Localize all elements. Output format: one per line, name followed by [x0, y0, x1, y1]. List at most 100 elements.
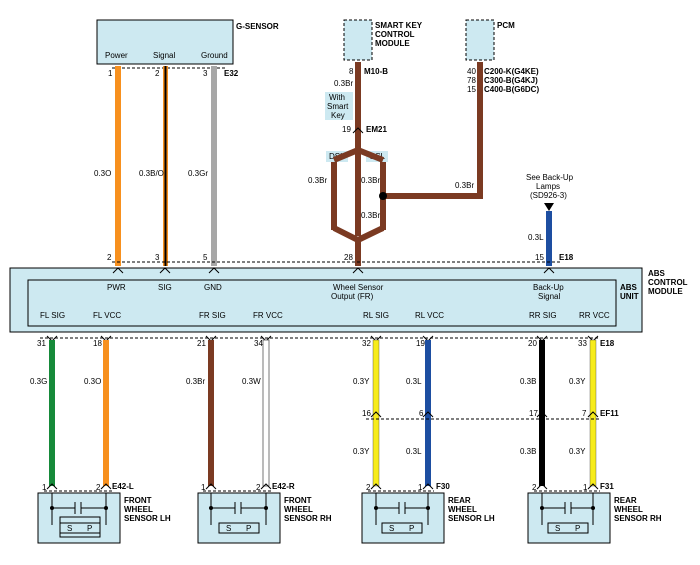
abs-pin-wheel-num: 28 [344, 253, 353, 262]
sensor-rr-s: S [555, 524, 560, 533]
sensor-fr-s: S [226, 524, 231, 533]
sensor-fl-title-2: WHEEL [124, 505, 153, 514]
sensor-fr-p: P [246, 524, 251, 533]
label-rr-vcc-upper: 0.3Y [569, 377, 586, 386]
pcm-title: PCM [497, 21, 515, 30]
sensor-fr-title-2: WHEEL [284, 505, 313, 514]
abs-pin-sig-num: 3 [155, 253, 160, 262]
g-sensor-connector: E32 [224, 69, 239, 78]
backup-arrow-icon [544, 203, 554, 211]
abs-fl-sig: FL SIG [40, 311, 65, 320]
label-fr-sig: 0.3Br [186, 377, 205, 386]
sensor-rr-title-2: WHEEL [614, 505, 643, 514]
smart-key-title-2: CONTROL [375, 30, 415, 39]
sensor-fl-node-1 [50, 506, 54, 510]
pin-rl-sig: 32 [362, 339, 371, 348]
sensor-front-rh: 1 2 E42-R FRONT WHEEL SENSOR RH S P [197, 482, 332, 544]
gsl-wire-label: 0.3Br [361, 176, 380, 185]
abs-backup-1: Back-Up [533, 283, 564, 292]
backup-lamps: See Back-Up Lamps (SD926-3) 0.3L [526, 173, 574, 266]
em21-connector: EM21 [366, 125, 387, 134]
g-sensor-pin-power: Power [105, 51, 128, 60]
wire-label-power: 0.3O [94, 169, 111, 178]
rr-joint-pin-1: 17 [529, 409, 538, 418]
pin-rl-vcc: 19 [416, 339, 425, 348]
smart-key-box [343, 19, 373, 61]
label-fl-vcc: 0.3O [84, 377, 101, 386]
sensor-fl-pin-2: 2 [96, 483, 101, 492]
smart-key-wire-label: 0.3Br [334, 79, 353, 88]
g-sensor-box [96, 19, 234, 65]
ef11-connector: EF11 [600, 409, 619, 418]
rl-joint-pin-1: 16 [362, 409, 371, 418]
wire-black-orange-stripe [164, 66, 167, 266]
sensor-rl-title-3: SENSOR LH [448, 514, 495, 523]
pcm-pin-15: 15 [467, 85, 476, 94]
sensor-rl-connector: F30 [436, 482, 450, 491]
wire-gray-ground [211, 66, 217, 266]
pin-rr-sig: 20 [528, 339, 537, 348]
with-smart-key-3: Key [331, 111, 345, 120]
sensor-rr-sp-box [547, 522, 589, 534]
abs-title-1: ABS [648, 269, 666, 278]
pcm: PCM 40 78 15 C200-K(G4KE) C300-B(G4KJ) C… [386, 19, 539, 199]
sensor-fr-title-1: FRONT [284, 496, 312, 505]
abs-fl-vcc: FL VCC [93, 311, 121, 320]
sensor-fr-box [197, 492, 281, 544]
sensor-fl-connector: E42-L [112, 482, 134, 491]
sensor-rr-pin-2: 1 [583, 483, 588, 492]
abs-pwr: PWR [107, 283, 126, 292]
sensor-rr-node-1 [540, 506, 544, 510]
sensor-rr-title-3: SENSOR RH [614, 514, 662, 523]
sensor-fr-connector: E42-R [272, 482, 295, 491]
abs-title-2: CONTROL [648, 278, 688, 287]
pcm-connector-2: C300-B(G4KJ) [484, 76, 538, 85]
wire-orange-power [115, 66, 121, 266]
dsl-gsl-split: DSL GSL 0.3Br 0.3Br 0.3Br [308, 140, 388, 266]
pcm-pin-78: 78 [467, 76, 476, 85]
sensor-rr-box [527, 492, 611, 544]
sensor-fr-chevrons [205, 483, 272, 490]
sensor-rl-s: S [389, 524, 394, 533]
sensor-rl-node-2 [426, 506, 430, 510]
sensor-rear-lh: 2 1 F30 REAR WHEEL SENSOR LH S P [361, 482, 495, 544]
abs-rl-sig: RL SIG [363, 311, 389, 320]
wire-blue-backup [546, 211, 552, 266]
g-sensor: G-SENSOR Power Signal Ground 1 2 3 E32 [96, 19, 279, 78]
sensor-fl-title-3: SENSOR LH [124, 514, 171, 523]
abs-top-connector: E18 [559, 253, 574, 262]
sensor-rl-pin-2: 1 [418, 483, 423, 492]
sensor-fl-pin-1: 1 [42, 483, 47, 492]
backup-note-3: (SD926-3) [530, 191, 567, 200]
abs-unit-2: UNIT [620, 292, 639, 301]
backup-note-1: See Back-Up [526, 173, 574, 182]
smart-key-module: SMART KEY CONTROL MODULE 8 M10-B 0.3Br W… [325, 19, 423, 236]
with-smart-key-2: Smart [327, 102, 349, 111]
sensor-fl-chevrons [46, 483, 112, 490]
g-pin-2: 2 [155, 69, 160, 78]
label-rr-sig-lower: 0.3B [520, 447, 536, 456]
label-fr-vcc: 0.3W [242, 377, 261, 386]
backup-wire-label: 0.3L [528, 233, 544, 242]
pin-fl-vcc: 18 [93, 339, 102, 348]
wire-brown-fr-sig [208, 340, 214, 486]
ef11-chevrons [370, 411, 599, 418]
abs-backup-2: Signal [538, 292, 560, 301]
g-pin-3: 3 [203, 69, 208, 78]
sensor-fl-title-1: FRONT [124, 496, 152, 505]
smart-key-connector: M10-B [364, 67, 388, 76]
sensor-fl-box [37, 492, 121, 544]
abs-top-chevrons [112, 267, 555, 274]
g-sensor-title: G-SENSOR [236, 22, 279, 31]
g-pin-1: 1 [108, 69, 113, 78]
abs-rl-vcc: RL VCC [415, 311, 444, 320]
abs-title-3: MODULE [648, 287, 683, 296]
pin-rr-vcc: 33 [578, 339, 587, 348]
sensor-rl-pin-1: 2 [366, 483, 371, 492]
split-top [332, 140, 385, 163]
sensor-rr-title-1: REAR [614, 496, 637, 505]
abs-control-module: 2 3 5 28 15 E18 ABS CONTROL MODULE ABS U… [9, 253, 688, 348]
abs-pin-backup-num: 15 [535, 253, 544, 262]
sensor-rear-rh: 2 1 F31 REAR WHEEL SENSOR RH S P [527, 482, 662, 544]
sensor-rl-sp-box [381, 522, 423, 534]
